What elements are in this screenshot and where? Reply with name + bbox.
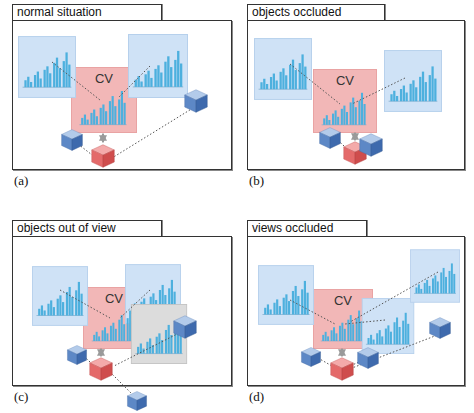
chart-view bbox=[410, 250, 459, 303]
double-arrow bbox=[341, 349, 343, 356]
cv-view: CV bbox=[71, 67, 137, 133]
view-label: CV bbox=[84, 288, 144, 306]
graphic-part bbox=[84, 356, 94, 366]
double-arrow bbox=[354, 133, 356, 140]
object-cube bbox=[430, 318, 451, 339]
panel-c-art bbox=[32, 265, 196, 411]
object-cube bbox=[174, 316, 197, 339]
panel-title: objects out of view bbox=[12, 220, 162, 236]
cv-view: CV bbox=[83, 287, 145, 349]
object-cube bbox=[360, 134, 383, 157]
subfigure-label: (b) bbox=[249, 173, 264, 189]
object-cube bbox=[185, 90, 208, 113]
graphic-part bbox=[114, 330, 185, 366]
scenario-panel: objects out of viewCV bbox=[12, 236, 232, 386]
panel-b-art bbox=[254, 39, 441, 165]
graphic-part bbox=[110, 372, 134, 396]
graphic-part bbox=[112, 108, 193, 158]
subfigure-label: (a) bbox=[14, 173, 28, 189]
panel-d-art bbox=[258, 250, 459, 381]
graphic-part bbox=[352, 78, 405, 104]
graphic-part bbox=[290, 64, 340, 104]
link-lines bbox=[290, 272, 440, 368]
chart-view bbox=[362, 298, 414, 353]
cv-view: CV bbox=[313, 69, 377, 133]
object-cube bbox=[331, 358, 354, 381]
view-label: CV bbox=[72, 68, 136, 86]
graphic-part bbox=[350, 358, 368, 366]
object-cube bbox=[67, 345, 86, 364]
subfigure-label: (d) bbox=[249, 389, 264, 405]
scenario-panel: objects occludedCV bbox=[247, 20, 465, 170]
link-lines bbox=[60, 290, 185, 396]
chart-view bbox=[384, 51, 441, 112]
graphic-part bbox=[78, 144, 96, 158]
chart-view bbox=[254, 39, 311, 100]
scenario-panel: normal situationCV bbox=[12, 20, 232, 170]
graphic-part bbox=[118, 66, 150, 98]
graphic-part bbox=[345, 320, 385, 324]
object-cube bbox=[358, 348, 379, 369]
chart-view bbox=[18, 37, 75, 98]
graphic-part bbox=[350, 272, 438, 322]
link-lines bbox=[290, 64, 405, 152]
object-cube bbox=[90, 358, 113, 381]
panel-a-art bbox=[18, 35, 207, 168]
object-cube bbox=[62, 130, 83, 151]
chart-view bbox=[125, 265, 180, 324]
chart-view bbox=[258, 266, 313, 325]
object-cube bbox=[127, 391, 146, 410]
view-label: CV bbox=[314, 70, 376, 88]
cv-view: CV bbox=[313, 289, 373, 349]
bar-chart bbox=[321, 311, 364, 341]
graphic-part bbox=[338, 140, 350, 152]
graphic-part bbox=[290, 300, 335, 324]
chart-view bbox=[32, 267, 87, 326]
chart-view-hidden bbox=[131, 304, 186, 363]
double-arrow bbox=[100, 349, 102, 356]
panel-title: normal situation bbox=[12, 4, 162, 20]
graphic-part bbox=[52, 62, 100, 100]
panel-title: views occluded bbox=[247, 220, 367, 236]
double-arrow bbox=[102, 134, 104, 142]
bar-chart bbox=[79, 91, 126, 125]
scenario-panel: views occludedCV bbox=[247, 236, 465, 386]
link-lines bbox=[52, 62, 193, 158]
subfigure-label: (c) bbox=[14, 389, 28, 405]
object-cube bbox=[92, 145, 115, 168]
graphic-part bbox=[318, 358, 332, 366]
bar-chart bbox=[92, 311, 135, 341]
graphic-part bbox=[352, 334, 440, 368]
object-cube bbox=[301, 347, 320, 366]
chart-view bbox=[129, 35, 188, 98]
bar-chart bbox=[322, 93, 367, 125]
graphic-part bbox=[60, 290, 110, 318]
object-cube bbox=[320, 128, 341, 149]
object-cube bbox=[344, 142, 367, 165]
view-label: CV bbox=[314, 290, 372, 308]
graphic-part bbox=[120, 290, 150, 318]
panel-title: objects occluded bbox=[247, 4, 385, 20]
